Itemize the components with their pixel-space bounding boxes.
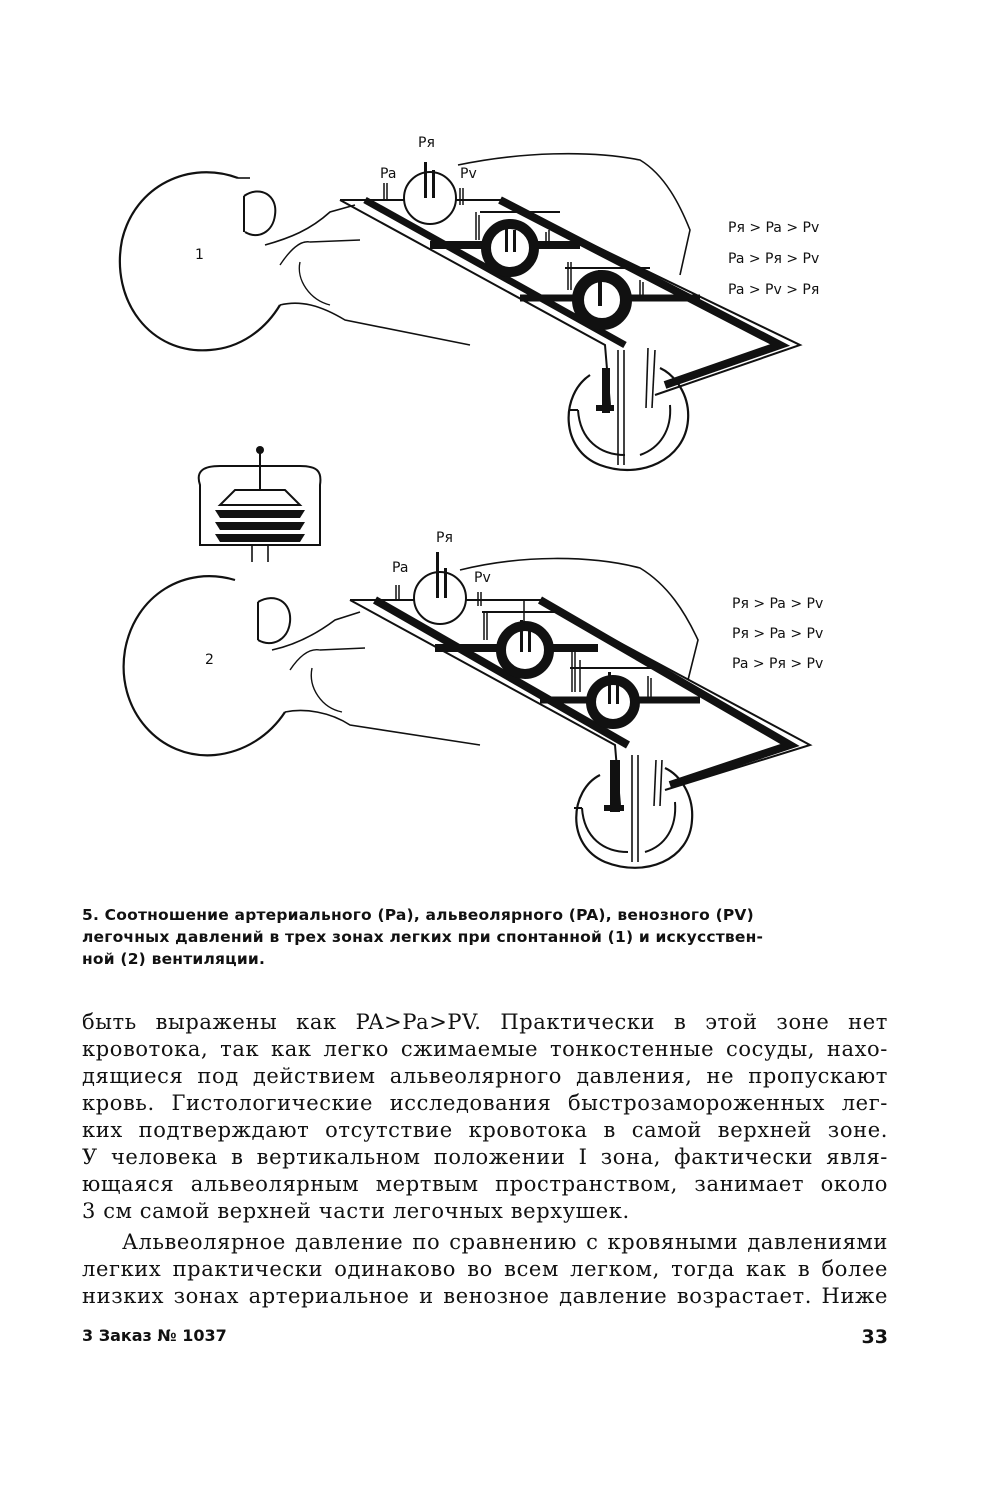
d1-relation-1: Pя > Pa > Pv [728,220,819,236]
zone-2-label: 2 [205,652,214,668]
d1-pa-label: Pa [380,166,396,182]
zone-1-label: 1 [195,247,204,263]
ventilator-icon [197,446,322,562]
text-line: У человека в вертикальном положении I зо… [82,1145,888,1169]
d1-relation-2: Pa > Pя > Pv [728,251,819,267]
d1-pv-label: Pv [460,166,477,182]
lung-zones-diagram: 1 Pя Pa Pv Pя > Pa > Pv Pa > Pя > Pv Pa … [118,135,823,869]
d1-pya-label: Pя [418,135,435,151]
d2-relation-1: Pя > Pa > Pv [732,596,823,612]
caption-line: ной (2) вентиляции. [82,950,266,968]
text-line: легких практически одинаково во всем лег… [82,1257,888,1281]
d2-relation-2: Pя > Pa > Pv [732,626,823,642]
diagram-1: 1 Pя Pa Pv Pя > Pa > Pv Pa > Pя > Pv Pa … [118,135,819,472]
text-line: Альвеолярное давление по сравнению с кро… [122,1230,888,1254]
page-number: 33 [861,1326,888,1348]
caption-line: 5. Соотношение артериального (Pa), альве… [82,906,754,924]
diagram-2: 2 Pя Pa Pv Pя > Pa > Pv Pя > Pa > Pv Pa … [122,530,823,869]
text-line: дящиеся под действием альвеолярного давл… [82,1064,888,1088]
d2-relation-3: Pa > Pя > Pv [732,656,823,672]
body-text: быть выражены как PA>Pa>PV. Практически … [82,1009,888,1310]
figure: 1 Pя Pa Pv Pя > Pa > Pv Pa > Pя > Pv Pa … [118,135,823,869]
text-line: быть выражены как PA>Pa>PV. Практически … [82,1010,888,1034]
text-line: ющаяся альвеолярным мертвым пространство… [82,1172,888,1196]
d1-relation-3: Pa > Pv > Pя [728,282,819,298]
d2-pya-label: Pя [436,530,453,546]
print-order-note: 3 Заказ № 1037 [82,1326,227,1345]
page-footer: 3 Заказ № 1037 33 [82,1326,888,1350]
paragraph-1: быть выражены как PA>Pa>PV. Практически … [82,1009,888,1225]
text-line: 3 см самой верхней части легочных верхуш… [82,1199,630,1223]
text-line: низких зонах артериальное и венозное дав… [82,1284,888,1308]
figure-caption: 5. Соотношение артериального (Pa), альве… [82,904,902,970]
d2-pv-label: Pv [474,570,491,586]
text-line: ких подтверждают отсутствие кровотока в … [82,1118,888,1142]
text-line: кровь. Гистологические исследования быст… [82,1091,888,1115]
caption-line: легочных давлений в трех зонах легких пр… [82,928,764,946]
text-line: кровотока, так как легко сжимаемые тонко… [82,1037,888,1061]
paragraph-2: Альвеолярное давление по сравнению с кро… [82,1229,888,1310]
d2-pa-label: Pa [392,560,408,576]
